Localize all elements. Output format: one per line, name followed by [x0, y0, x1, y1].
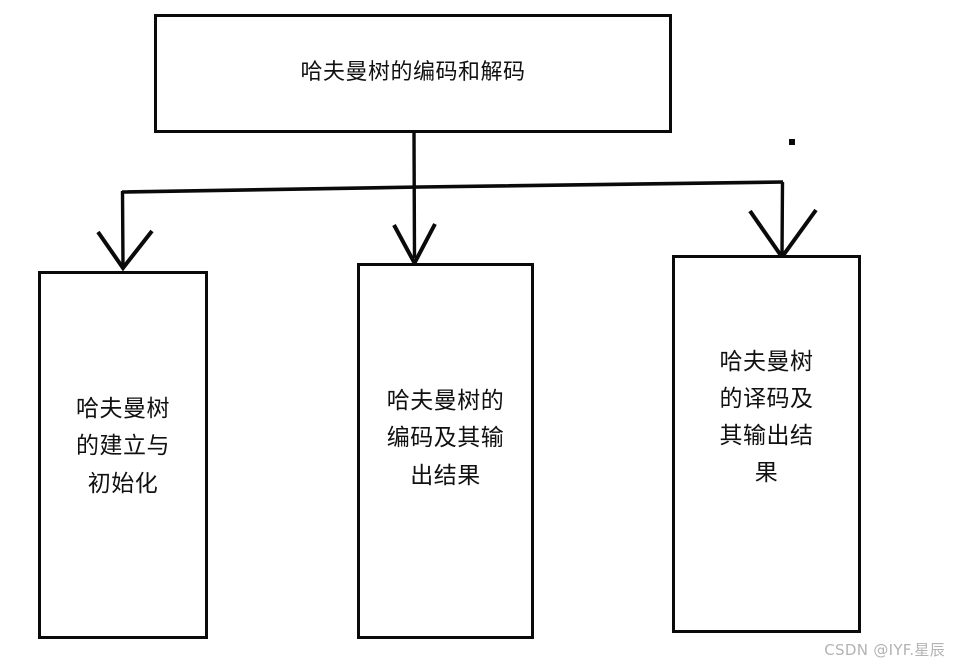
arrowhead-middle [392, 223, 437, 268]
edge-right-drop [780, 181, 785, 258]
child-node-label-establish: 哈夫曼树 的建立与 初始化 [76, 396, 170, 497]
root-node-box[interactable]: 哈夫曼树的编码和解码 [154, 14, 672, 133]
edge-horizontal-bus [121, 180, 784, 194]
edge-root-trunk [412, 132, 417, 259]
child-node-box-encode[interactable]: 哈夫曼树的 编码及其输 出结果 [357, 263, 534, 639]
child-node-label-decode: 哈夫曼树 的译码及 其输出结 果 [719, 348, 814, 487]
child-node-box-decode[interactable]: 哈夫曼树 的译码及 其输出结 果 [672, 255, 861, 633]
arrowhead-left [96, 229, 154, 272]
child-node-box-establish[interactable]: 哈夫曼树 的建立与 初始化 [38, 271, 208, 639]
child-node-label-encode: 哈夫曼树的 编码及其输 出结果 [386, 388, 505, 489]
watermark-text: CSDN @IYF.星辰 [824, 641, 945, 659]
stray-dot-mark [789, 139, 795, 145]
root-node-label: 哈夫曼树的编码和解码 [300, 60, 526, 86]
arrowhead-right [748, 208, 818, 261]
edge-left-drop [120, 190, 125, 267]
